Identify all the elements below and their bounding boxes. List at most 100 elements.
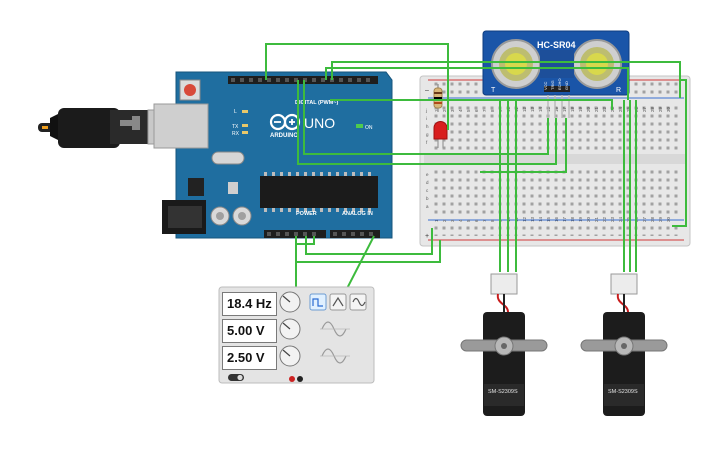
breadboard-column-number: 25 [626, 216, 631, 222]
resistor[interactable] [433, 84, 443, 112]
arduino-model: UNO [304, 115, 335, 131]
offset-display: 2.50 V [222, 346, 277, 370]
breadboard-column-number: 22 [602, 106, 607, 112]
breadboard-column-number: 2 [442, 109, 447, 112]
breadboard-column-number: 20 [586, 216, 591, 222]
breadboard-column-number: 13 [530, 216, 535, 222]
breadboard-column-number: 15 [546, 216, 551, 222]
breadboard-column-number: 17 [562, 216, 567, 222]
breadboard-column-number: 7 [482, 109, 487, 112]
ultrasonic-sensor[interactable]: HC-SR04 T R [482, 30, 630, 96]
breadboard-column-number: 14 [538, 216, 543, 222]
breadboard-column-number: 22 [602, 216, 607, 222]
breadboard-column-number: 12 [522, 216, 527, 222]
svg-text:–: – [425, 87, 429, 94]
breadboard-column-number: 18 [570, 216, 575, 222]
on-label: ON [365, 125, 373, 131]
frequency-display: 18.4 Hz [222, 292, 277, 316]
breadboard-column-number: 2 [442, 219, 447, 222]
microcontroller-chip [260, 176, 378, 208]
servo-2[interactable] [580, 273, 668, 416]
breadboard-column-number: 12 [522, 106, 527, 112]
breadboard-column-number: 16 [554, 106, 559, 112]
breadboard-column-number: 29 [658, 106, 663, 112]
arduino-brand: ARDUINO [270, 133, 298, 139]
breadboard-column-number: 25 [626, 106, 631, 112]
sensor-t-label: T [491, 87, 496, 94]
servo-1[interactable] [460, 273, 548, 416]
arduino-uno-board[interactable]: DIGITAL (PWM~) ARDUINO UNO ON L TX RX [153, 71, 393, 239]
breadboard-column-number: 5 [466, 109, 471, 112]
breadboard-column-number: 23 [610, 216, 615, 222]
breadboard-column-number: 30 [666, 216, 671, 222]
breadboard-column-number: 17 [562, 106, 567, 112]
breadboard-row-letter: i [426, 116, 427, 121]
output-terminal-negative[interactable] [297, 376, 303, 382]
amplitude-display: 5.00 V [222, 319, 277, 343]
breadboard-row-letter: g [426, 132, 429, 137]
power-led [356, 124, 363, 128]
red-led[interactable] [433, 121, 448, 148]
svg-text:+: + [425, 233, 429, 240]
breadboard-column-number: 3 [450, 219, 455, 222]
breadboard-column-number: 7 [482, 219, 487, 222]
breadboard-row-letter: a [426, 204, 429, 209]
led-tx-label: TX [232, 124, 239, 130]
servo-2-model: SM-S2309S [608, 389, 638, 395]
breadboard-row-letter: d [426, 180, 429, 185]
breadboard-column-number: 27 [642, 216, 647, 222]
breadboard-column-number: 30 [666, 106, 671, 112]
sensor-pin-echo: ECHO [557, 78, 562, 90]
sensor-r-label: R [616, 87, 621, 94]
breadboard-column-number: 5 [466, 219, 471, 222]
sensor-legs [547, 95, 570, 118]
wire-pin13-led [265, 43, 449, 130]
breadboard-column-number: 29 [658, 216, 663, 222]
breadboard-column-number: 4 [458, 219, 463, 222]
breadboard-column-number: 20 [586, 106, 591, 112]
breadboard-column-number: 8 [490, 219, 495, 222]
triangle-wave-button[interactable] [329, 293, 347, 311]
breadboard-column-number: 16 [554, 216, 559, 222]
breadboard-column-number: 24 [618, 216, 623, 222]
breadboard-row-letter: e [426, 172, 429, 177]
breadboard-column-number: 4 [458, 109, 463, 112]
output-terminal-positive[interactable] [289, 376, 295, 382]
sensor-pin-gnd: GND [564, 81, 569, 90]
breadboard-column-number: 28 [650, 106, 655, 112]
sine-wave-button[interactable] [349, 293, 367, 311]
digital-header-label: DIGITAL (PWM~) [295, 100, 339, 106]
breadboard-column-number: 19 [578, 216, 583, 222]
breadboard-column-number: 21 [594, 216, 599, 222]
power-header-label: POWER [296, 211, 317, 217]
breadboard-column-number: 1 [434, 109, 439, 112]
breadboard-column-number: 19 [578, 106, 583, 112]
breadboard-column-number: 8 [490, 109, 495, 112]
led-l-label: L [234, 109, 237, 115]
breadboard-column-number: 14 [538, 106, 543, 112]
sensor-pin-trig: TRIG [550, 80, 555, 90]
breadboard-column-number: 28 [650, 216, 655, 222]
servo-1-model: SM-S2309S [488, 389, 518, 395]
breadboard-column-number: 21 [594, 106, 599, 112]
breadboard-column-number: 13 [530, 106, 535, 112]
breadboard-row-letter: f [426, 140, 428, 145]
led-rx-label: RX [232, 131, 240, 137]
breadboard-column-number: 18 [570, 106, 575, 112]
breadboard-row-letter: h [426, 124, 429, 129]
breadboard-row-letter: c [426, 188, 429, 193]
breadboard-column-number: 6 [474, 219, 479, 222]
breadboard-column-number: 27 [642, 106, 647, 112]
breadboard-column-number: 1 [434, 219, 439, 222]
breadboard-row-letter: b [426, 196, 429, 201]
sensor-pin-labels: VCC TRIG ECHO GND [543, 78, 569, 90]
breadboard-column-number: 24 [618, 106, 623, 112]
analog-header-label: ANALOG IN [342, 211, 373, 217]
sensor-pin-vcc: VCC [543, 81, 548, 90]
breadboard-row-letter: j [425, 108, 427, 113]
sensor-model: HC-SR04 [537, 40, 576, 50]
breadboard-column-number: 6 [474, 109, 479, 112]
breadboard-column-number: 3 [450, 109, 455, 112]
